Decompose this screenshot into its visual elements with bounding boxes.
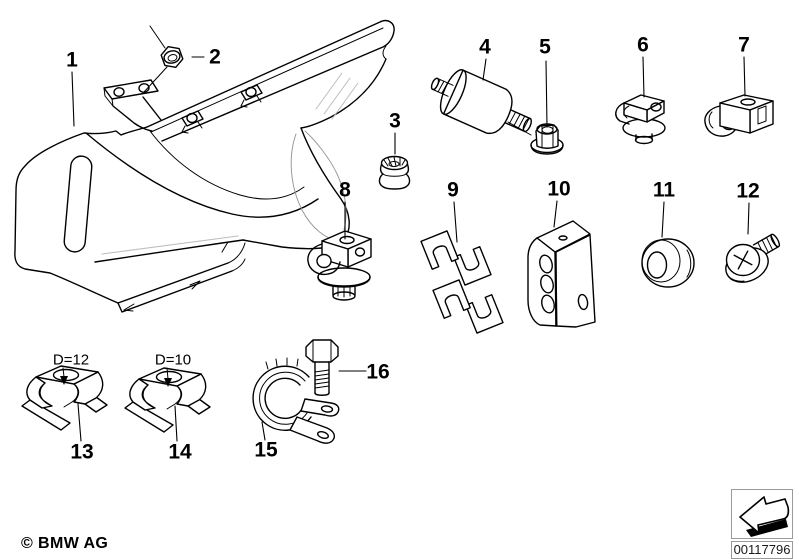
- callout-3[interactable]: 3: [389, 109, 401, 133]
- callout-4[interactable]: 4: [479, 35, 491, 59]
- part-3-grommet-nut-drawing: [378, 155, 411, 190]
- callout-7[interactable]: 7: [738, 33, 750, 57]
- part-8-holder-rivet-drawing: [307, 230, 372, 301]
- callout-leader-lines: [71, 56, 750, 442]
- part-4-to-5-pointer-line: [507, 121, 532, 136]
- part-6-cable-clip-drawing: [615, 94, 666, 145]
- part-11-grommet-drawing: [641, 238, 695, 288]
- callout-14[interactable]: 14: [168, 440, 192, 464]
- callout-8[interactable]: 8: [339, 178, 351, 202]
- part-7-cage-holder-drawing: [704, 94, 774, 137]
- clamp-13-diameter-label: D=12: [52, 351, 90, 369]
- callout-10[interactable]: 10: [547, 177, 571, 201]
- part-12-screw-drawing: [725, 233, 781, 283]
- callout-5[interactable]: 5: [539, 35, 551, 59]
- clamp-14-diameter-label: D=10: [154, 351, 192, 369]
- part-4-rubber-mount-drawing: [430, 69, 532, 135]
- callout-11[interactable]: 11: [652, 178, 676, 202]
- part-1-trim-panel-drawing: [14, 19, 395, 313]
- direction-arrow-box: [731, 489, 793, 539]
- part-9-double-clip-drawing: [420, 230, 504, 334]
- part-13-saddle-clamp-drawing: [21, 365, 108, 431]
- callout-16[interactable]: 16: [366, 360, 390, 384]
- callout-1[interactable]: 1: [66, 48, 78, 72]
- d12-arrow-icon: [60, 367, 68, 385]
- copyright-text: © BMW AG: [21, 535, 109, 552]
- part-16-hex-bolt-drawing: [305, 339, 339, 396]
- direction-arrow-icon: [739, 496, 790, 537]
- part-10-angle-bracket-drawing: [527, 220, 596, 328]
- d10-arrow-icon: [164, 367, 172, 387]
- callout-13[interactable]: 13: [70, 440, 94, 464]
- callout-2[interactable]: 2: [209, 45, 221, 69]
- part-5-flange-nut-drawing: [530, 123, 564, 155]
- callout-15[interactable]: 15: [254, 438, 278, 462]
- part-2-hex-nut-drawing: [160, 46, 184, 68]
- callout-9[interactable]: 9: [447, 178, 459, 202]
- callout-12[interactable]: 12: [736, 179, 760, 203]
- callout-6[interactable]: 6: [637, 33, 649, 57]
- part-15-pipe-clamp-drawing: [252, 357, 340, 444]
- image-number: 00117796: [731, 541, 793, 559]
